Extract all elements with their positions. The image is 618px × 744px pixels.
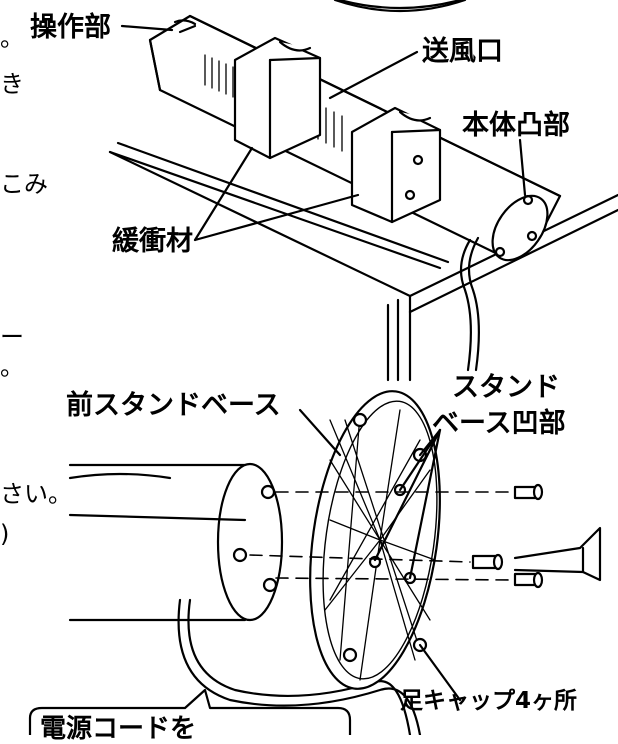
heater-cylinder (68, 462, 284, 622)
power-cord-note: 電源コードを (40, 714, 197, 744)
margin-fragment-5: 。 (0, 353, 24, 381)
cushion-right (350, 106, 442, 224)
power-cord-bottom (177, 598, 422, 735)
stand-base (309, 390, 441, 690)
cushion-left (233, 36, 322, 160)
label-front-stand-base: 前スタンドベース (66, 390, 281, 421)
label-foot-caps: 足キャップ4ヶ所 (400, 688, 578, 714)
power-cord-top (459, 238, 472, 372)
hex-wrench-icon (513, 526, 602, 582)
label-body-protrusion: 本体凸部 (462, 110, 570, 141)
label-air-outlet: 送風口 (422, 36, 503, 67)
label-stand-base-recess-1: スタンド (452, 372, 560, 403)
label-cushion: 緩衝材 (112, 226, 193, 257)
margin-fragment-1: 。 (0, 24, 24, 52)
dial-edge (333, 0, 467, 13)
margin-fragment-6: さい。 (0, 480, 72, 508)
margin-fragment-7: ) (0, 520, 10, 548)
note-box (28, 688, 352, 735)
label-stand-base-recess-2: ベース凹部 (432, 408, 566, 439)
margin-fragment-2: き (0, 70, 24, 98)
label-operation-panel: 操作部 (30, 12, 111, 43)
screws (471, 483, 544, 589)
margin-fragment-4: ー (0, 323, 24, 351)
margin-fragment-3: こみ (0, 170, 48, 198)
